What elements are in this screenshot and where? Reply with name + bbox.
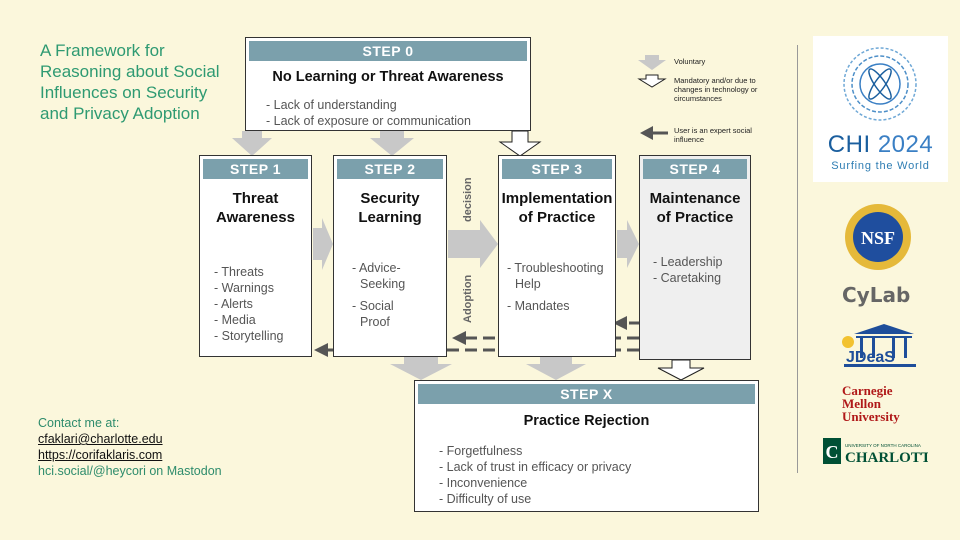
jdeds-logo: JDeaS — [842, 324, 916, 367]
arrow-step0-to-step1 — [232, 131, 272, 156]
list-item: Proof — [360, 315, 390, 329]
arrow-step2-to-step3 — [448, 220, 498, 268]
legend-expert-head — [640, 126, 653, 140]
cmu-logo: Carnegie Mellon University — [842, 384, 900, 423]
stepx-box: STEP X Practice Rejection - Forgetfulnes… — [414, 380, 759, 512]
step4-header: STEP 4 — [643, 159, 747, 179]
decision-label: decision — [462, 177, 474, 222]
unc-small-text: UNIVERSITY OF NORTH CAROLINA — [845, 443, 921, 448]
list-item: - Caretaking — [653, 271, 722, 285]
list-item: - Lack of exposure or communication — [266, 114, 471, 128]
step0-title: No Learning or Threat Awareness — [272, 69, 504, 85]
step2-title-line1: Security — [360, 190, 420, 207]
list-item: - Threats — [214, 265, 264, 279]
list-item: - Alerts — [214, 297, 253, 311]
step3-title-line2: of Practice — [518, 209, 596, 226]
legend-mandatory-label: Mandatory and/or due to changes in techn… — [674, 76, 758, 103]
chi-2024-logo: CHI 2024 Surfing the World — [813, 36, 948, 182]
step4-box: STEP 4 Maintenance of Practice - Leaders… — [639, 155, 751, 360]
email-link[interactable]: cfaklari@charlotte.edu — [38, 432, 163, 446]
step1-title: Threat Awareness — [200, 189, 311, 227]
step2-box: STEP 2 Security Learning - Advice- Seeki… — [333, 155, 447, 357]
list-item: - Warnings — [214, 281, 274, 295]
list-item: - Forgetfulness — [439, 444, 523, 458]
step2-list: - Advice- Seeking - Social Proof — [352, 260, 405, 330]
chi-tagline: Surfing the World — [831, 160, 930, 172]
website-link[interactable]: https://corifaklaris.com — [38, 448, 163, 462]
arrow-step1-to-step2 — [313, 218, 333, 270]
step4-title-line1: Maintenance — [649, 190, 741, 207]
list-item: - Social — [352, 299, 394, 313]
adoption-label: Adoption — [462, 274, 474, 323]
svg-text:C: C — [826, 442, 839, 462]
legend-mandatory-arrow — [637, 74, 667, 88]
stepx-title: Practice Rejection — [523, 413, 650, 429]
step4-title-line2: of Practice — [656, 209, 734, 226]
dashed-arrow-head-step3 — [613, 316, 627, 330]
step4-list: - Leadership - Caretaking — [653, 254, 723, 286]
list-item: - Storytelling — [214, 329, 284, 343]
arrow-step0-to-step2 — [370, 131, 414, 156]
step3-list: - Troubleshooting Help - Mandates — [507, 260, 604, 314]
arrow-step3-to-stepx — [526, 357, 586, 380]
contact-block: Contact me at: cfaklari@charlotte.edu ht… — [38, 415, 222, 479]
step2-title: Security Learning — [334, 189, 446, 227]
dashed-arrow-head-step1 — [314, 343, 328, 357]
unc-wordmark: CHARLOTTE — [845, 450, 928, 466]
stepx-header: STEP X — [418, 384, 755, 404]
arrow-step2-to-stepx — [390, 357, 452, 380]
cmu-line3: University — [842, 409, 900, 424]
list-item: - Lack of trust in efficacy or privacy — [439, 460, 632, 474]
list-item: - Leadership — [653, 255, 723, 269]
contact-heading: Contact me at: — [38, 416, 120, 430]
chi-wave-emblem — [843, 47, 917, 121]
nsf-wordmark: NSF — [861, 228, 895, 248]
list-item: - Mandates — [507, 299, 570, 313]
step3-title: Implementation of Practice — [499, 189, 615, 227]
step3-title-line1: Implementation — [501, 190, 613, 207]
list-item: - Difficulty of use — [439, 492, 532, 506]
chi-year: 2024 — [877, 131, 934, 158]
list-item: - Media — [214, 313, 256, 327]
step1-list: - Threats - Warnings - Alerts - Media - … — [214, 264, 283, 344]
step0-list: - Lack of understanding - Lack of exposu… — [266, 97, 530, 129]
step1-title-line2: Awareness — [216, 209, 295, 226]
cmu-line2: Mellon — [842, 396, 881, 411]
step1-title-line1: Threat — [232, 190, 279, 207]
nsf-logo: NSF — [845, 204, 911, 270]
step4-title: Maintenance of Practice — [640, 189, 750, 227]
arrow-step0-to-step3 — [498, 130, 542, 157]
step3-header: STEP 3 — [502, 159, 612, 179]
step2-header: STEP 2 — [337, 159, 443, 179]
list-item: - Advice- — [352, 261, 401, 275]
arrow-step4-to-stepx — [657, 359, 705, 381]
list-item: - Lack of understanding — [266, 98, 397, 112]
step0-header: STEP 0 — [249, 41, 527, 61]
step1-box: STEP 1 Threat Awareness - Threats - Warn… — [199, 155, 312, 357]
step0-box: STEP 0 No Learning or Threat Awareness -… — [245, 37, 531, 131]
step2-title-line2: Learning — [358, 209, 422, 226]
framework-title: A Framework for Reasoning about Social I… — [40, 41, 220, 123]
step1-header: STEP 1 — [203, 159, 308, 179]
list-item: Help — [515, 277, 541, 291]
jdeds-wordmark: JDeaS — [846, 349, 895, 366]
legend-voluntary-arrow — [638, 55, 666, 70]
chi-wordmark: CHI 2024 — [813, 131, 948, 159]
mastodon-handle: hci.social/@heycori on Mastodon — [38, 464, 222, 478]
step3-box: STEP 3 Implementation of Practice - Trou… — [498, 155, 616, 357]
chi-name: CHI — [827, 131, 871, 158]
cylab-logo: CyLab — [842, 283, 911, 307]
arrow-step3-to-step4 — [617, 220, 639, 268]
dashed-arrow-head-step2 — [452, 331, 466, 345]
vertical-divider — [797, 45, 798, 473]
legend-voluntary-label: Voluntary — [674, 57, 706, 66]
legend-expert-label: User is an expert social influence — [674, 126, 752, 144]
unc-charlotte-logo: C UNIVERSITY OF NORTH CAROLINA CHARLOTTE — [823, 438, 928, 466]
stepx-list: - Forgetfulness - Lack of trust in effic… — [439, 443, 758, 507]
list-item: - Troubleshooting — [507, 261, 604, 275]
cmu-line1: Carnegie — [842, 383, 893, 398]
list-item: Seeking — [360, 277, 406, 291]
list-item: - Inconvenience — [439, 476, 528, 490]
